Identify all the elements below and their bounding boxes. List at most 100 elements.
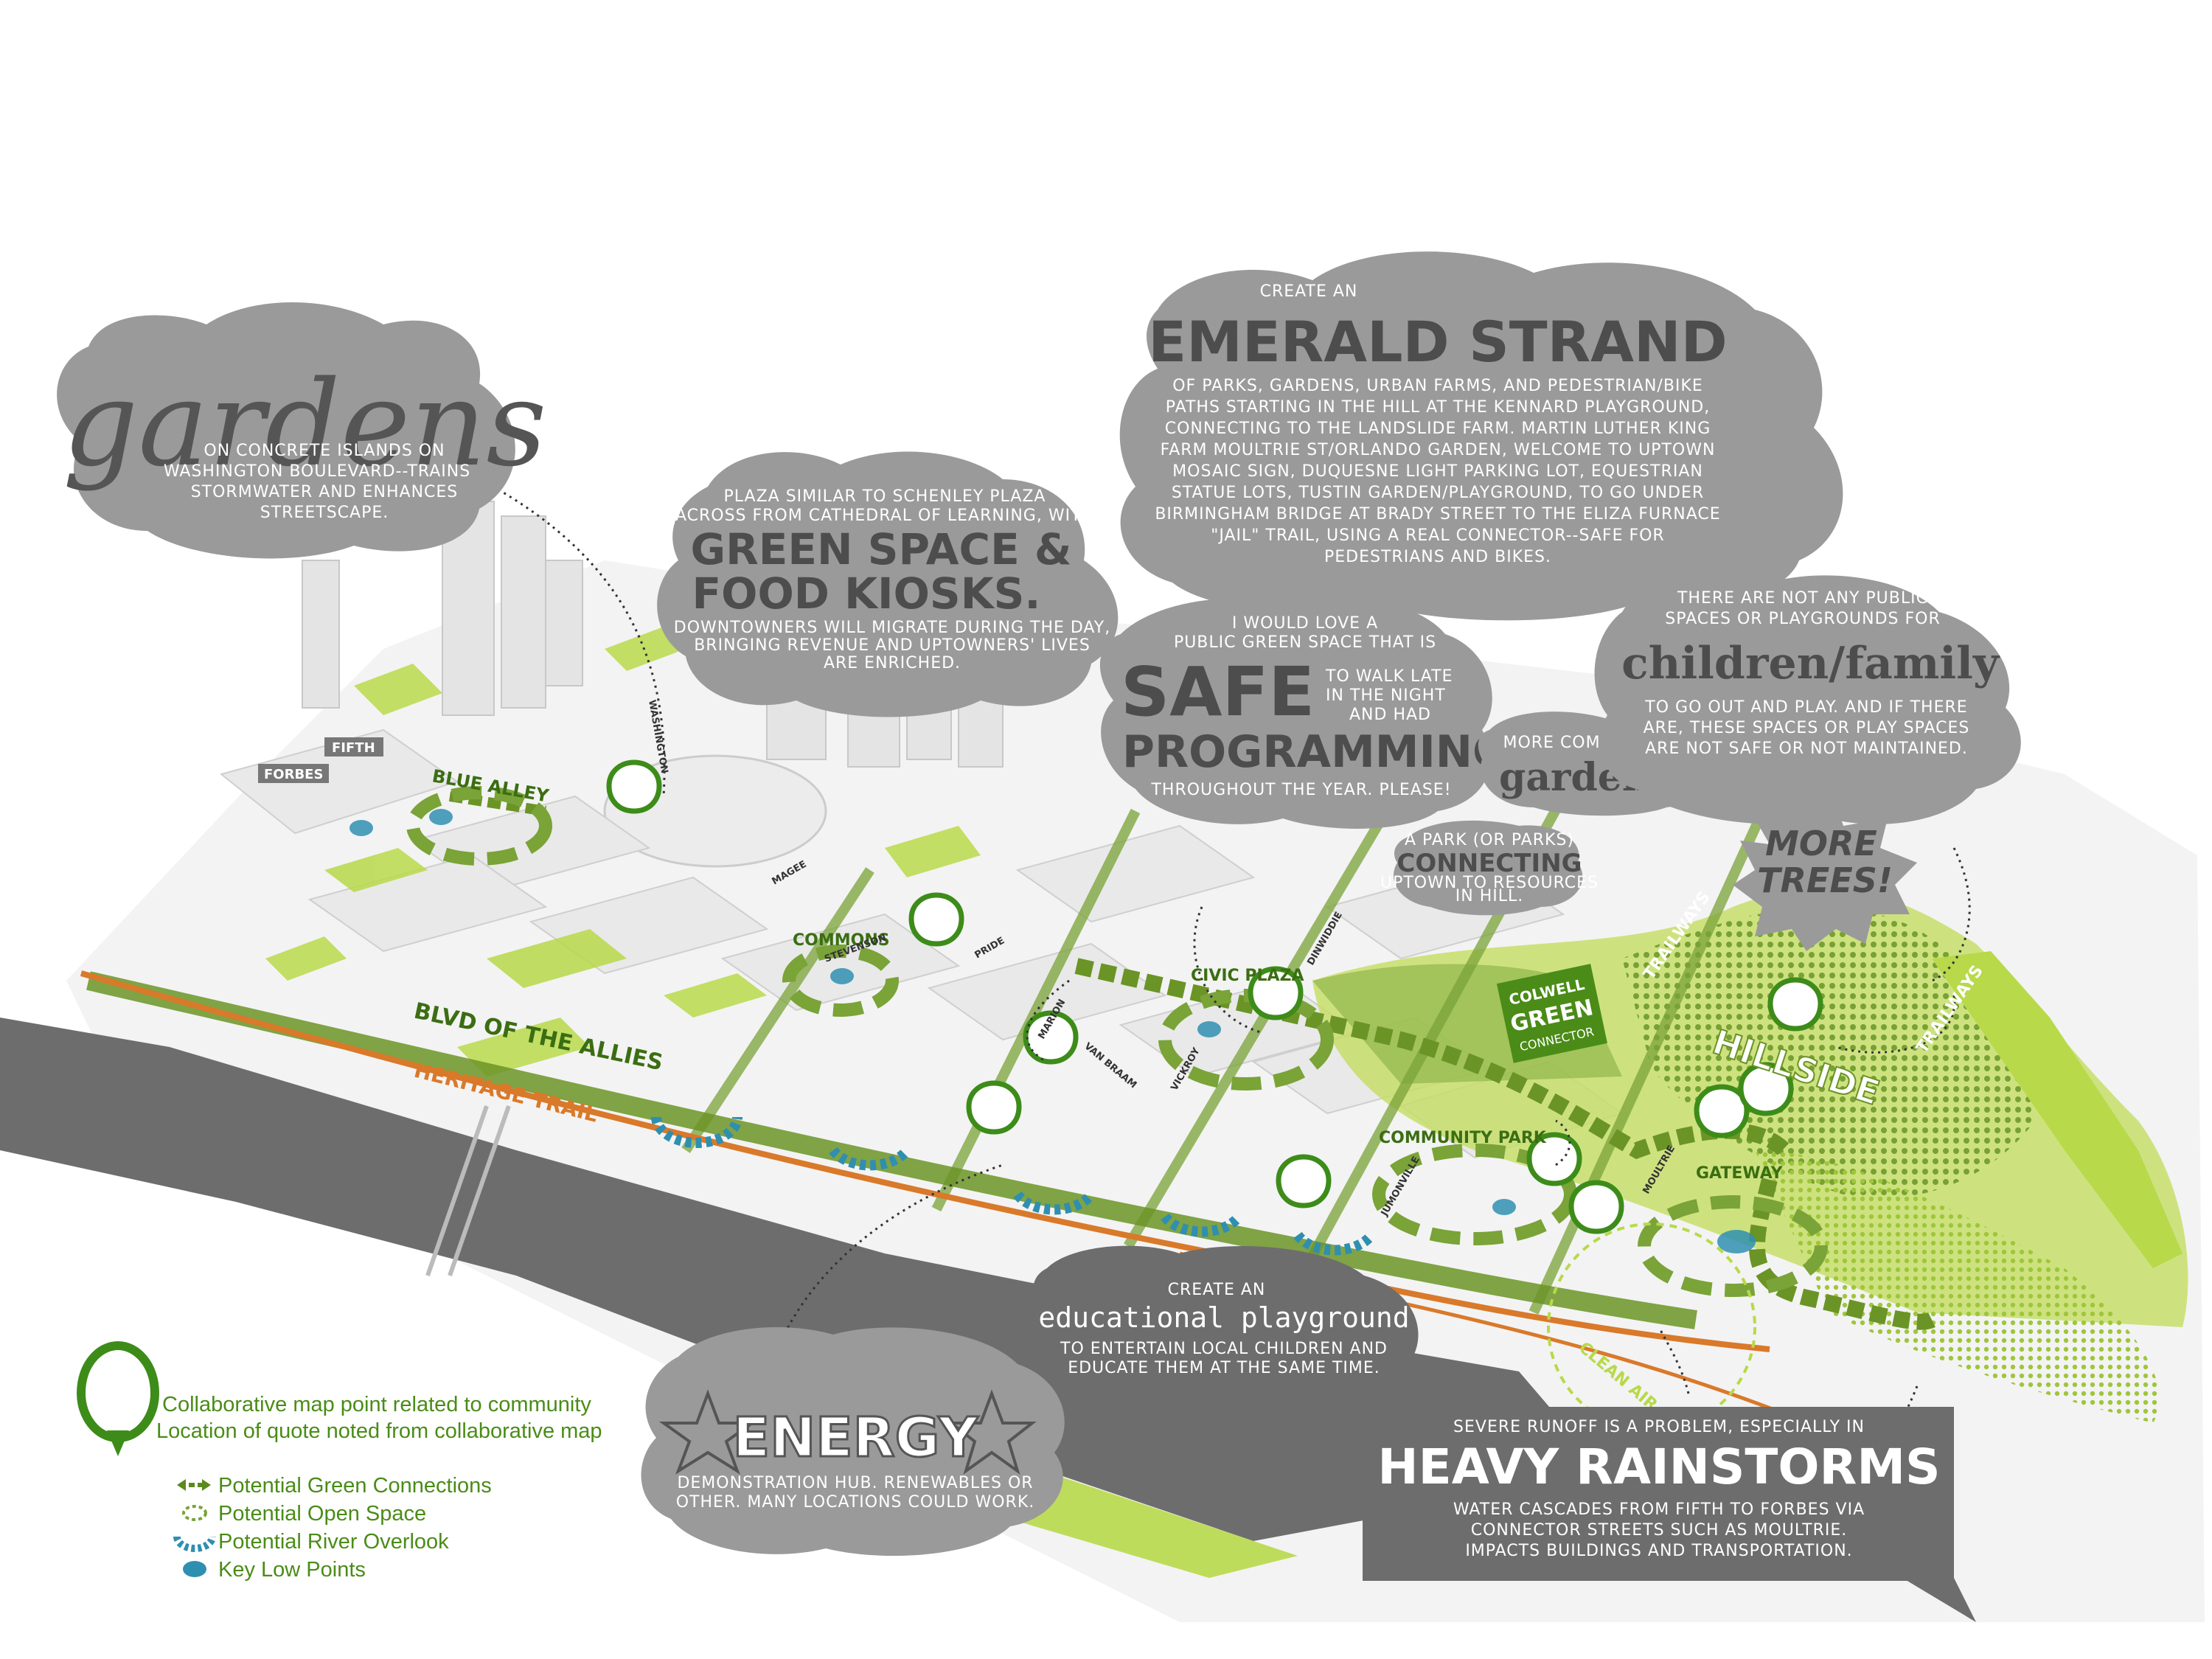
label-commons: COMMONS	[793, 931, 890, 950]
bubble-more-trees: MORE TREES!	[1733, 804, 1917, 951]
bubble-green-space: PLAZA SIMILAR TO SCHENLEY PLAZA ACROSS F…	[657, 451, 1119, 717]
key-low-points	[349, 809, 1756, 1253]
bubble-connecting: A PARK (OR PARKS) CONNECTING UPTOWN TO R…	[1380, 820, 1599, 916]
legend-open-space: Potential Open Space	[218, 1502, 426, 1526]
children-post2: ARE, THESE SPACES OR PLAY SPACES	[1644, 719, 1970, 737]
colwell-green-sign: COLWELL GREEN CONNECTOR	[1496, 964, 1607, 1063]
river-overlooks	[651, 1116, 1376, 1256]
bubble-educational: CREATE AN educational playground TO ENTE…	[1023, 1245, 1419, 1441]
legend: Collaborative map point related to commu…	[76, 1340, 602, 1582]
forbes-tag	[258, 764, 329, 783]
runoff-pre: SEVERE RUNOFF IS A PROBLEM, ESPECIALLY I…	[1453, 1418, 1865, 1436]
emerald-line5: MOSAIC SIGN, DUQUESNE LIGHT PARKING LOT,…	[1172, 462, 1703, 481]
educational-pre: CREATE AN	[1168, 1281, 1266, 1299]
gardens-line4: STREETSCAPE.	[260, 504, 389, 522]
green-space-title2: FOOD KIOSKS.	[692, 568, 1041, 619]
hillside-dots-lime	[1755, 1150, 2160, 1423]
safe-title1: SAFE	[1121, 653, 1315, 731]
safe-side1: TO WALK LATE	[1325, 667, 1453, 686]
emerald-line1: OF PARKS, GARDENS, URBAN FARMS, AND PEDE…	[1172, 377, 1703, 395]
emerald-title: EMERALD STRAND	[1148, 309, 1727, 375]
open-space-rings	[406, 786, 1828, 1297]
children-post3: ARE NOT SAFE OR NOT MAINTAINED.	[1645, 740, 1968, 758]
connecting-post2: IN HILL.	[1455, 887, 1523, 905]
green-parcels	[265, 627, 981, 1077]
ring-blue-alley	[406, 786, 552, 866]
safe-side2: IN THE NIGHT	[1326, 686, 1446, 705]
legend-pin-icon	[76, 1340, 160, 1456]
children-title: children/family	[1621, 638, 2000, 689]
green-space-pre2: ACROSS FROM CATHEDRAL OF LEARNING, WITH	[675, 507, 1094, 525]
emerald-pre: CREATE AN	[1260, 282, 1358, 301]
gardens-line3: STORMWATER AND ENHANCES	[191, 483, 459, 501]
trees-line2: TREES!	[1757, 860, 1893, 900]
energy-line1: DEMONSTRATION HUB. RENEWABLES OR	[677, 1474, 1033, 1492]
children-pre2: SPACES OR PLAYGROUNDS FOR	[1665, 610, 1940, 628]
energy-line2: OTHER. MANY LOCATIONS COULD WORK.	[676, 1493, 1035, 1512]
connecting-title: CONNECTING	[1397, 849, 1582, 878]
ring-commons	[782, 945, 899, 1017]
legend-open-space-icon	[182, 1505, 207, 1521]
energy-title: ENERGY	[733, 1406, 979, 1470]
heritage-trail-line	[80, 970, 1770, 1352]
legend-low-point-icon	[183, 1561, 206, 1577]
lime-slope	[1932, 951, 2183, 1268]
gardens-line2: WASHINGTON BOULEVARD--TRAINS	[164, 462, 470, 481]
safe-pre1: I WOULD LOVE A	[1232, 614, 1378, 633]
educational-title: educational playground	[1038, 1301, 1409, 1334]
legend-green-connection-icon	[177, 1479, 211, 1491]
label-forbes: FORBES	[264, 767, 323, 782]
ring-community-park	[1372, 1144, 1577, 1245]
ring-civic-plaza	[1158, 989, 1334, 1091]
runoff-line1: WATER CASCADES FROM FIFTH TO FORBES VIA	[1453, 1500, 1865, 1519]
connecting-pre: A PARK (OR PARKS)	[1405, 831, 1574, 849]
emerald-line4: FARM MOULTRIE ST/ORLANDO GARDEN, WELCOME…	[1161, 441, 1716, 459]
legend-river-overlook: Potential River Overlook	[218, 1530, 449, 1554]
label-civic-plaza: CIVIC PLAZA	[1191, 967, 1304, 985]
educational-post2: EDUCATE THEM AT THE SAME TIME.	[1068, 1359, 1380, 1377]
gardens-title: gardens	[63, 355, 547, 493]
green-connector-path	[1074, 958, 1790, 1160]
bubble-safe: I WOULD LOVE A PUBLIC GREEN SPACE THAT I…	[1099, 597, 1509, 829]
fifth-tag	[324, 737, 383, 757]
green-space-post2: BRINGING REVENUE AND UPTOWNERS' LIVES	[694, 636, 1091, 655]
safe-title2: PROGRAMMING	[1122, 726, 1509, 778]
label-gateway: GATEWAY	[1696, 1164, 1784, 1183]
bubble-children: THERE ARE NOT ANY PUBLIC SPACES OR PLAYG…	[1594, 575, 2021, 824]
children-pre1: THERE ARE NOT ANY PUBLIC	[1677, 589, 1928, 608]
legend-green-connections: Potential Green Connections	[218, 1474, 492, 1498]
children-post1: TO GO OUT AND PLAY. AND IF THERE	[1644, 698, 1967, 717]
label-community-park: COMMUNITY PARK	[1379, 1129, 1547, 1147]
trees-line1: MORE	[1765, 824, 1877, 863]
star-icon	[658, 1389, 1037, 1475]
gardens-line1: ON CONCRETE ISLANDS ON	[204, 442, 445, 460]
runoff-line3: IMPACTS BUILDINGS AND TRANSPORTATION.	[1465, 1542, 1852, 1560]
emerald-line3: CONNECTING TO THE LANDSLIDE FARM. MARTIN…	[1165, 420, 1711, 438]
ring-gateway	[1638, 1195, 1828, 1297]
green-space-title1: GREEN SPACE &	[690, 524, 1071, 574]
label-fifth: FIFTH	[332, 740, 375, 756]
bubble-gardens: gardens ON CONCRETE ISLANDS ON WASHINGTO…	[57, 302, 547, 559]
safe-post: THROUGHOUT THE YEAR. PLEASE!	[1150, 781, 1451, 799]
legend-pin-line1: Collaborative map point related to commu…	[162, 1393, 591, 1416]
educational-post1: TO ENTERTAIN LOCAL CHILDREN AND	[1060, 1340, 1388, 1358]
safe-pre2: PUBLIC GREEN SPACE THAT IS	[1174, 633, 1436, 652]
green-space-post1: DOWNTOWNERS WILL MIGRATE DURING THE DAY,	[674, 619, 1110, 637]
box-heavy-rainstorms: SEVERE RUNOFF IS A PROBLEM, ESPECIALLY I…	[1363, 1407, 1976, 1622]
runoff-line2: CONNECTOR STREETS SUCH AS MOULTRIE.	[1471, 1521, 1847, 1540]
bubble-energy: ENERGY DEMONSTRATION HUB. RENEWABLES OR …	[641, 1327, 1065, 1556]
legend-pin-line2: Location of quote noted from collaborati…	[156, 1419, 602, 1443]
emerald-line6: STATUE LOTS, TUSTIN GARDEN/PLAYGROUND, T…	[1172, 484, 1704, 502]
runoff-title: HEAVY RAINSTORMS	[1377, 1439, 1940, 1495]
bubble-emerald-strand: CREATE AN EMERALD STRAND OF PARKS, GARDE…	[1119, 251, 1843, 621]
legend-river-overlook-icon	[173, 1536, 216, 1552]
green-space-post3: ARE ENRICHED.	[824, 654, 961, 672]
emerald-line2: PATHS STARTING IN THE HILL AT THE KENNAR…	[1166, 398, 1710, 417]
connecting-post1: UPTOWN TO RESOURCES	[1380, 874, 1599, 892]
emerald-line7: BIRMINGHAM BRIDGE AT BRADY STREET TO THE…	[1155, 505, 1720, 524]
green-space-pre1: PLAZA SIMILAR TO SCHENLEY PLAZA	[724, 487, 1046, 506]
legend-low-points: Key Low Points	[218, 1558, 366, 1582]
emerald-line9: PEDESTRIANS AND BIKES.	[1324, 548, 1551, 566]
bridge	[425, 1105, 511, 1276]
